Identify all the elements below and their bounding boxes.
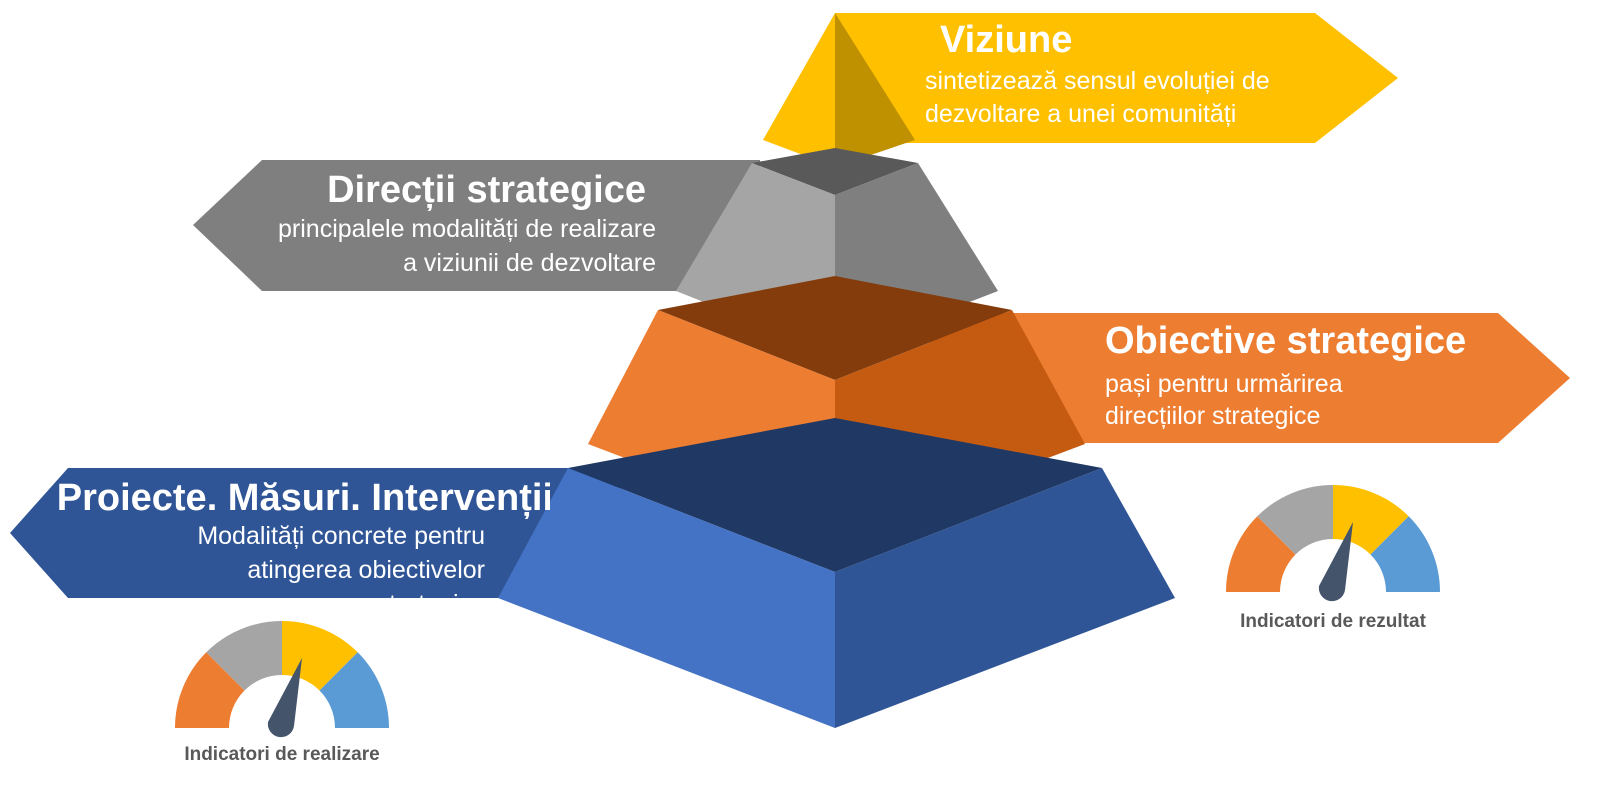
gauge-realizare (174, 621, 390, 738)
obiective-description-line-2: direcțiilor strategice (1105, 402, 1321, 430)
gauge-segment-yellow (1333, 484, 1409, 555)
gauge-realizare-label: Indicatori de realizare (184, 744, 380, 765)
pyramid-tier4-left-face (498, 468, 835, 728)
gauge-segment-blue (1370, 516, 1440, 592)
proiecte-title: Proiecte. Măsuri. Intervenții (56, 477, 550, 519)
directii-description-line-1: principalele modalități de realizare (278, 215, 656, 243)
gauge-segment-gray (1257, 484, 1333, 555)
pyramid-tier2-top (752, 148, 918, 195)
pyramid-top-left-face (763, 13, 835, 167)
obiective-title: Obiective strategice (1105, 320, 1467, 362)
pyramid-top-right-face (835, 13, 915, 167)
proiecte-description-line-1: Modalități concrete pentru (197, 522, 485, 550)
gauge-needle (1318, 522, 1353, 602)
directii-banner (193, 160, 760, 291)
proiecte-banner (10, 468, 620, 598)
directii-description-line-2: a viziunii de dezvoltare (403, 249, 656, 277)
gauge-segment-yellow (282, 621, 358, 691)
pyramid-tier4-right-face (835, 468, 1175, 728)
viziune-description-line-2: dezvoltare a unei comunități (925, 100, 1237, 128)
pyramid-tier3-top (658, 276, 1012, 380)
gauge-segment-orange (174, 652, 245, 728)
proiecte-description-line-2: atingerea obiectivelor (247, 556, 485, 584)
viziune-description-line-1: sintetizează sensul evoluției de (925, 67, 1270, 95)
gauge-segment-blue (319, 652, 390, 728)
gauge-segment-gray (206, 621, 282, 691)
gauge-rezultat (1226, 484, 1440, 602)
directii-title: Direcții strategice (327, 169, 646, 211)
gauge-rezultat-label: Indicatori de rezultat (1240, 611, 1426, 632)
proiecte-description-line-3: strategice (377, 589, 485, 598)
viziune-banner (835, 13, 1398, 143)
gauge-segment-orange (1226, 516, 1296, 592)
pyramid-tier4-top (568, 418, 1102, 572)
gauge-needle (267, 658, 302, 738)
obiective-description-line-1: pași pentru urmărirea (1105, 370, 1343, 398)
proiecte-text-area: Proiecte. Măsuri. Intervenții Modalități… (10, 468, 550, 598)
viziune-title: Viziune (940, 19, 1073, 61)
obiective-banner (930, 313, 1570, 443)
